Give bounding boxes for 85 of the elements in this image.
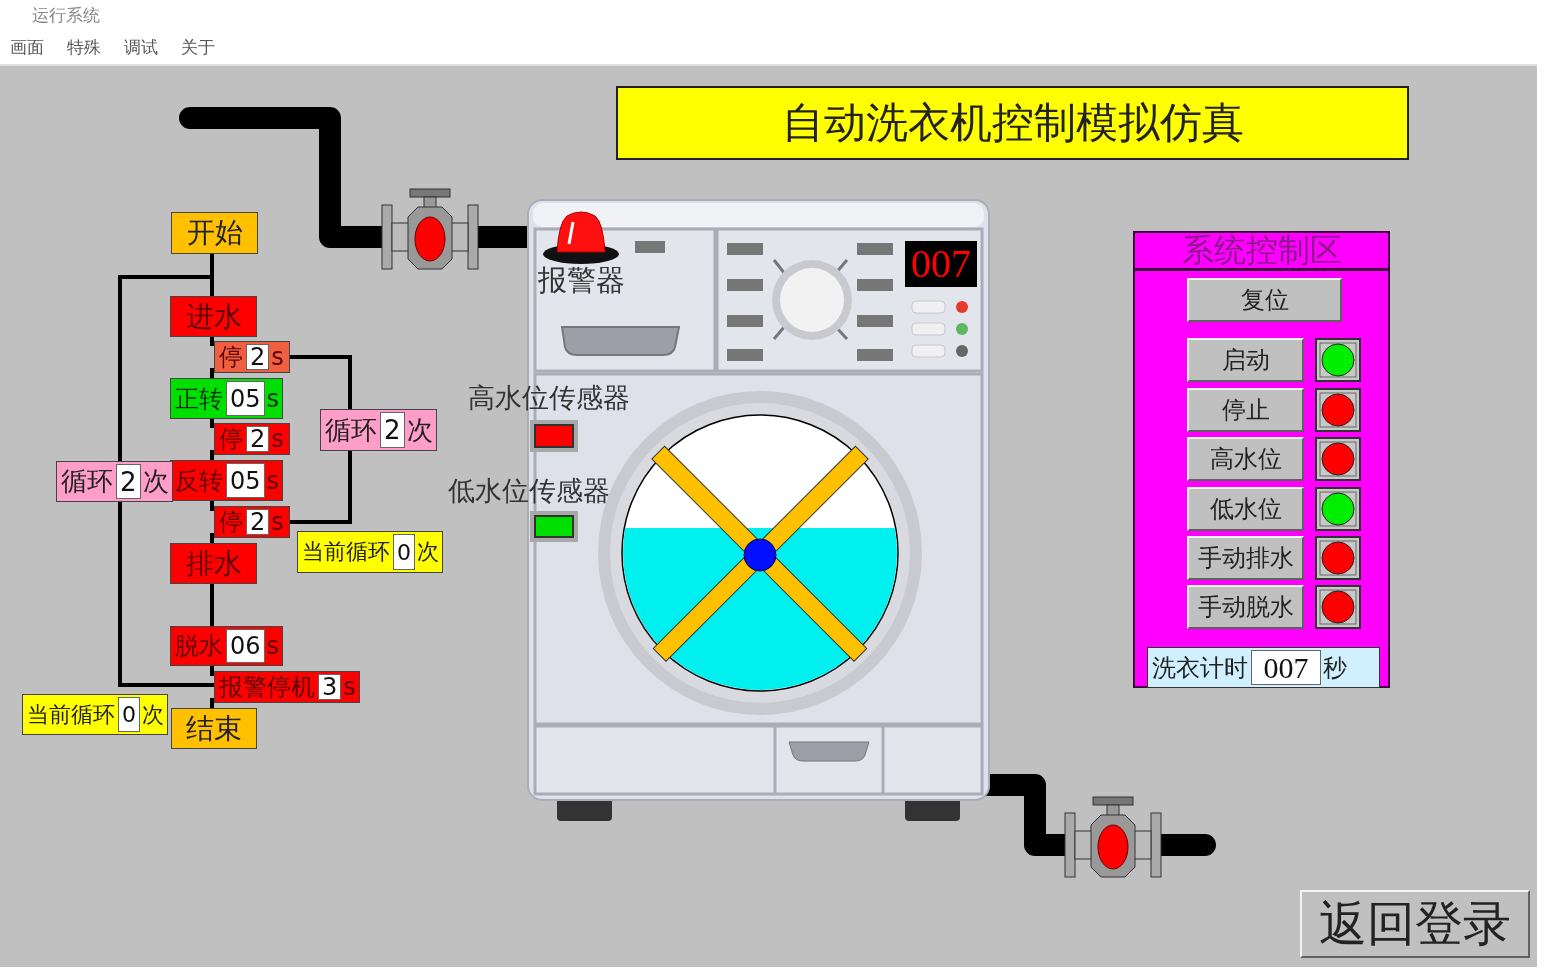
value-display: 2 — [246, 509, 270, 535]
unit-label: s — [271, 342, 285, 372]
menu-item: 调试 — [124, 38, 158, 57]
timer-box — [214, 506, 290, 538]
step-label: 当前循环 — [26, 700, 116, 729]
unit-label: 次 — [417, 538, 440, 566]
value-display: 06 — [226, 629, 265, 663]
step-label: 循环 — [60, 466, 114, 498]
timer-box — [214, 423, 290, 455]
step-label: 停 — [218, 343, 244, 372]
sensor-label: 高水位传感器 — [468, 384, 630, 414]
value-display: 007 — [1251, 650, 1321, 685]
connector-line — [210, 666, 215, 676]
step-label: 循环 — [324, 414, 378, 447]
loop-status-box — [297, 531, 443, 573]
connector-line — [210, 698, 215, 708]
sensor-label: 低水位传感器 — [448, 477, 610, 507]
loop-counter-box — [56, 461, 173, 502]
step-label: 停 — [218, 425, 244, 454]
control-panel — [1133, 231, 1390, 688]
unit-label: s — [266, 631, 281, 662]
step-label: 报警停机 — [218, 673, 316, 702]
value-display: 0 — [393, 534, 415, 570]
step-label: 脱水 — [174, 632, 224, 661]
unit-label: s — [266, 465, 281, 497]
process-box: 进水 — [170, 296, 257, 337]
connector-line — [210, 584, 214, 626]
menu-item: 特殊 — [67, 38, 101, 57]
value-display: 0 — [118, 697, 140, 732]
connector-line — [210, 368, 215, 378]
control-button: 低水位 — [1187, 487, 1304, 531]
loop-status-box — [22, 694, 168, 735]
connector-line — [118, 502, 214, 687]
control-button: 手动排水 — [1187, 536, 1304, 580]
start-box: 开始 — [171, 212, 258, 254]
value-display: 2 — [246, 426, 270, 452]
control-button: 高水位 — [1187, 437, 1304, 481]
unit-label: 次 — [406, 413, 434, 447]
value-display: 05 — [226, 463, 265, 498]
timer-box — [214, 671, 360, 703]
step-label: 正转 — [174, 384, 224, 414]
unit-label: 次 — [142, 700, 165, 729]
connector-line — [210, 337, 215, 346]
connector-line — [290, 355, 352, 409]
value-display: 2 — [246, 344, 270, 370]
timer-box — [170, 460, 284, 501]
step-label: 反转 — [174, 466, 224, 496]
value-display: 3 — [318, 674, 342, 700]
unit-label: s — [266, 383, 281, 415]
alarm-label: 报警器 — [538, 265, 625, 297]
connector-line — [210, 501, 215, 511]
control-button: 手动脱水 — [1187, 585, 1304, 629]
wash-timer-box — [1147, 647, 1380, 688]
window-title: 运行系统 — [32, 6, 100, 25]
title-banner: 自动洗衣机控制模拟仿真 — [616, 86, 1409, 160]
step-label: 洗衣计时 — [1151, 653, 1249, 683]
menu-item: 关于 — [181, 38, 215, 57]
connector-line — [210, 533, 215, 543]
loop-counter-box — [320, 409, 437, 451]
panel-heading: 系统控制区 — [1135, 233, 1388, 271]
value-display: 2 — [116, 464, 141, 499]
control-button: 启动 — [1187, 338, 1304, 382]
end-box: 结束 — [171, 708, 257, 749]
value-display: 2 — [380, 412, 405, 448]
timer-box — [170, 378, 284, 419]
timer-box — [170, 626, 284, 666]
return-login-button: 返回登录 — [1300, 890, 1530, 958]
timer-box — [214, 341, 290, 373]
control-button: 复位 — [1187, 278, 1342, 322]
unit-label: 次 — [142, 465, 170, 498]
connector-line — [210, 450, 215, 460]
connector-line — [210, 419, 215, 428]
value-display: 05 — [226, 381, 265, 416]
unit-label: s — [271, 507, 285, 537]
control-button: 停止 — [1187, 388, 1304, 432]
menu-item: 画面 — [10, 38, 44, 57]
unit-label: s — [271, 424, 285, 454]
process-box: 排水 — [170, 543, 257, 584]
unit-label: s — [343, 672, 357, 702]
step-label: 停 — [218, 508, 244, 537]
unit-label: 秒 — [1323, 652, 1348, 684]
connector-line — [290, 451, 352, 524]
display-readout: 007 — [905, 241, 977, 287]
connector-line — [118, 254, 214, 461]
step-label: 当前循环 — [301, 538, 391, 566]
